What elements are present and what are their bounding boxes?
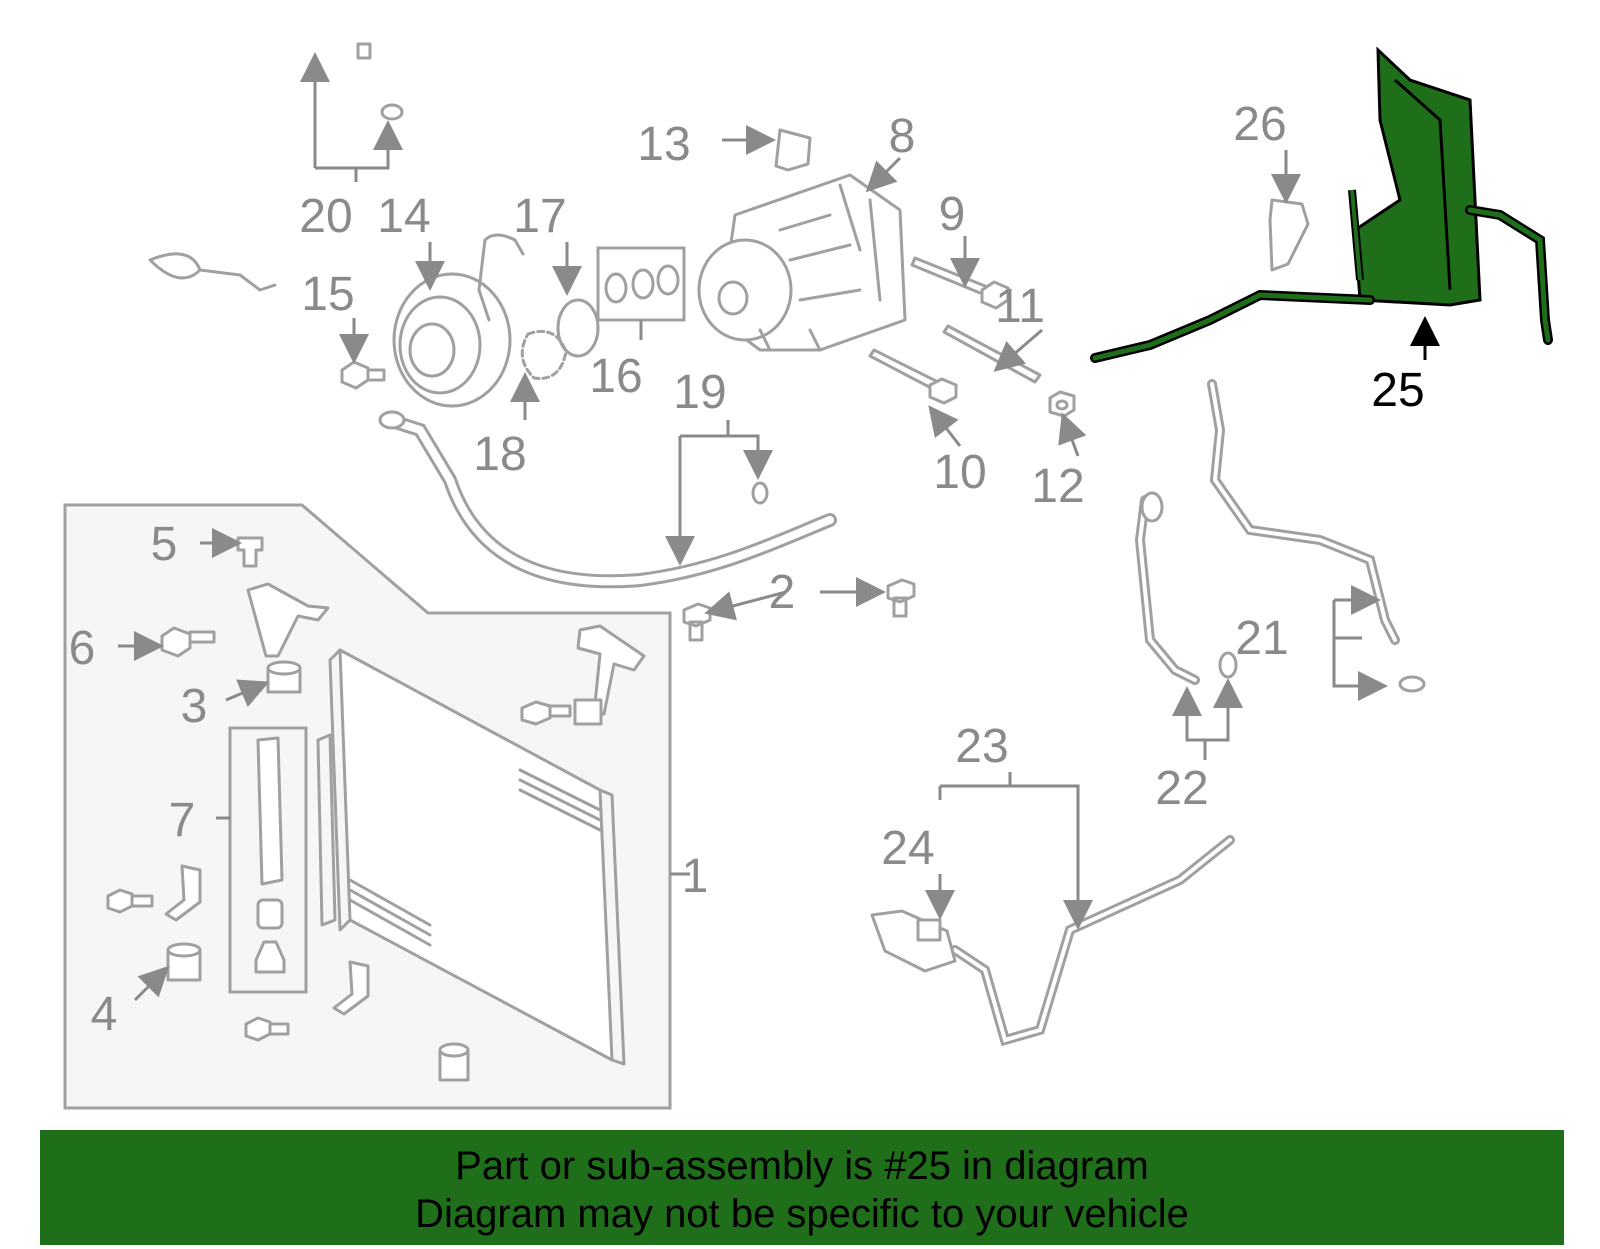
callout-8: 8 — [889, 110, 916, 163]
bracket-13 — [774, 128, 812, 172]
pipe-23 — [870, 835, 1235, 1047]
callout-20: 20 — [299, 190, 352, 243]
callout-14: 14 — [377, 190, 430, 243]
bolt-15 — [340, 360, 386, 390]
callout-7: 7 — [169, 794, 196, 847]
clutch-pulley — [392, 233, 525, 408]
callout-13: 13 — [637, 118, 690, 171]
callout-26: 26 — [1233, 98, 1286, 151]
pipe-22 — [1134, 491, 1238, 685]
banner-text: Part or sub-assembly is #25 in diagram D… — [40, 1142, 1564, 1238]
callout-10: 10 — [933, 446, 986, 499]
part-25-highlight — [1090, 46, 1553, 363]
callout-18: 18 — [473, 428, 526, 481]
callout-22: 22 — [1155, 762, 1208, 815]
banner-line-2: Diagram may not be specific to your vehi… — [415, 1192, 1189, 1236]
callout-17: 17 — [513, 190, 566, 243]
part-16-box — [596, 246, 686, 322]
callout-23: 23 — [955, 720, 1008, 773]
callout-25: 25 — [1371, 364, 1424, 417]
info-banner: Part or sub-assembly is #25 in diagram D… — [40, 1130, 1564, 1245]
callout-19: 19 — [673, 366, 726, 419]
banner-line-1: Part or sub-assembly is #25 in diagram — [455, 1144, 1149, 1188]
callout-16: 16 — [589, 350, 642, 403]
callout-3: 3 — [181, 680, 208, 733]
callout-24: 24 — [881, 822, 934, 875]
callout-15: 15 — [301, 268, 354, 321]
callout-12: 12 — [1031, 460, 1084, 513]
callout-5: 5 — [151, 518, 178, 571]
callout-4: 4 — [91, 988, 118, 1041]
receiver-dryer — [254, 736, 286, 974]
compressor — [697, 173, 907, 352]
part-7-box — [228, 726, 308, 994]
callout-1: 1 — [682, 850, 709, 903]
leader-lines — [118, 52, 1440, 1002]
hose-19 — [378, 410, 837, 589]
callout-2: 2 — [769, 566, 796, 619]
callout-6: 6 — [69, 622, 96, 675]
bracket-26 — [1268, 198, 1310, 272]
callout-21: 21 — [1235, 612, 1288, 665]
condenser — [316, 648, 626, 1066]
callout-11: 11 — [995, 280, 1045, 333]
callout-labels: 1 2 3 4 5 6 7 8 9 10 11 12 13 14 15 16 1… — [69, 98, 1425, 1041]
callout-9: 9 — [939, 188, 966, 241]
